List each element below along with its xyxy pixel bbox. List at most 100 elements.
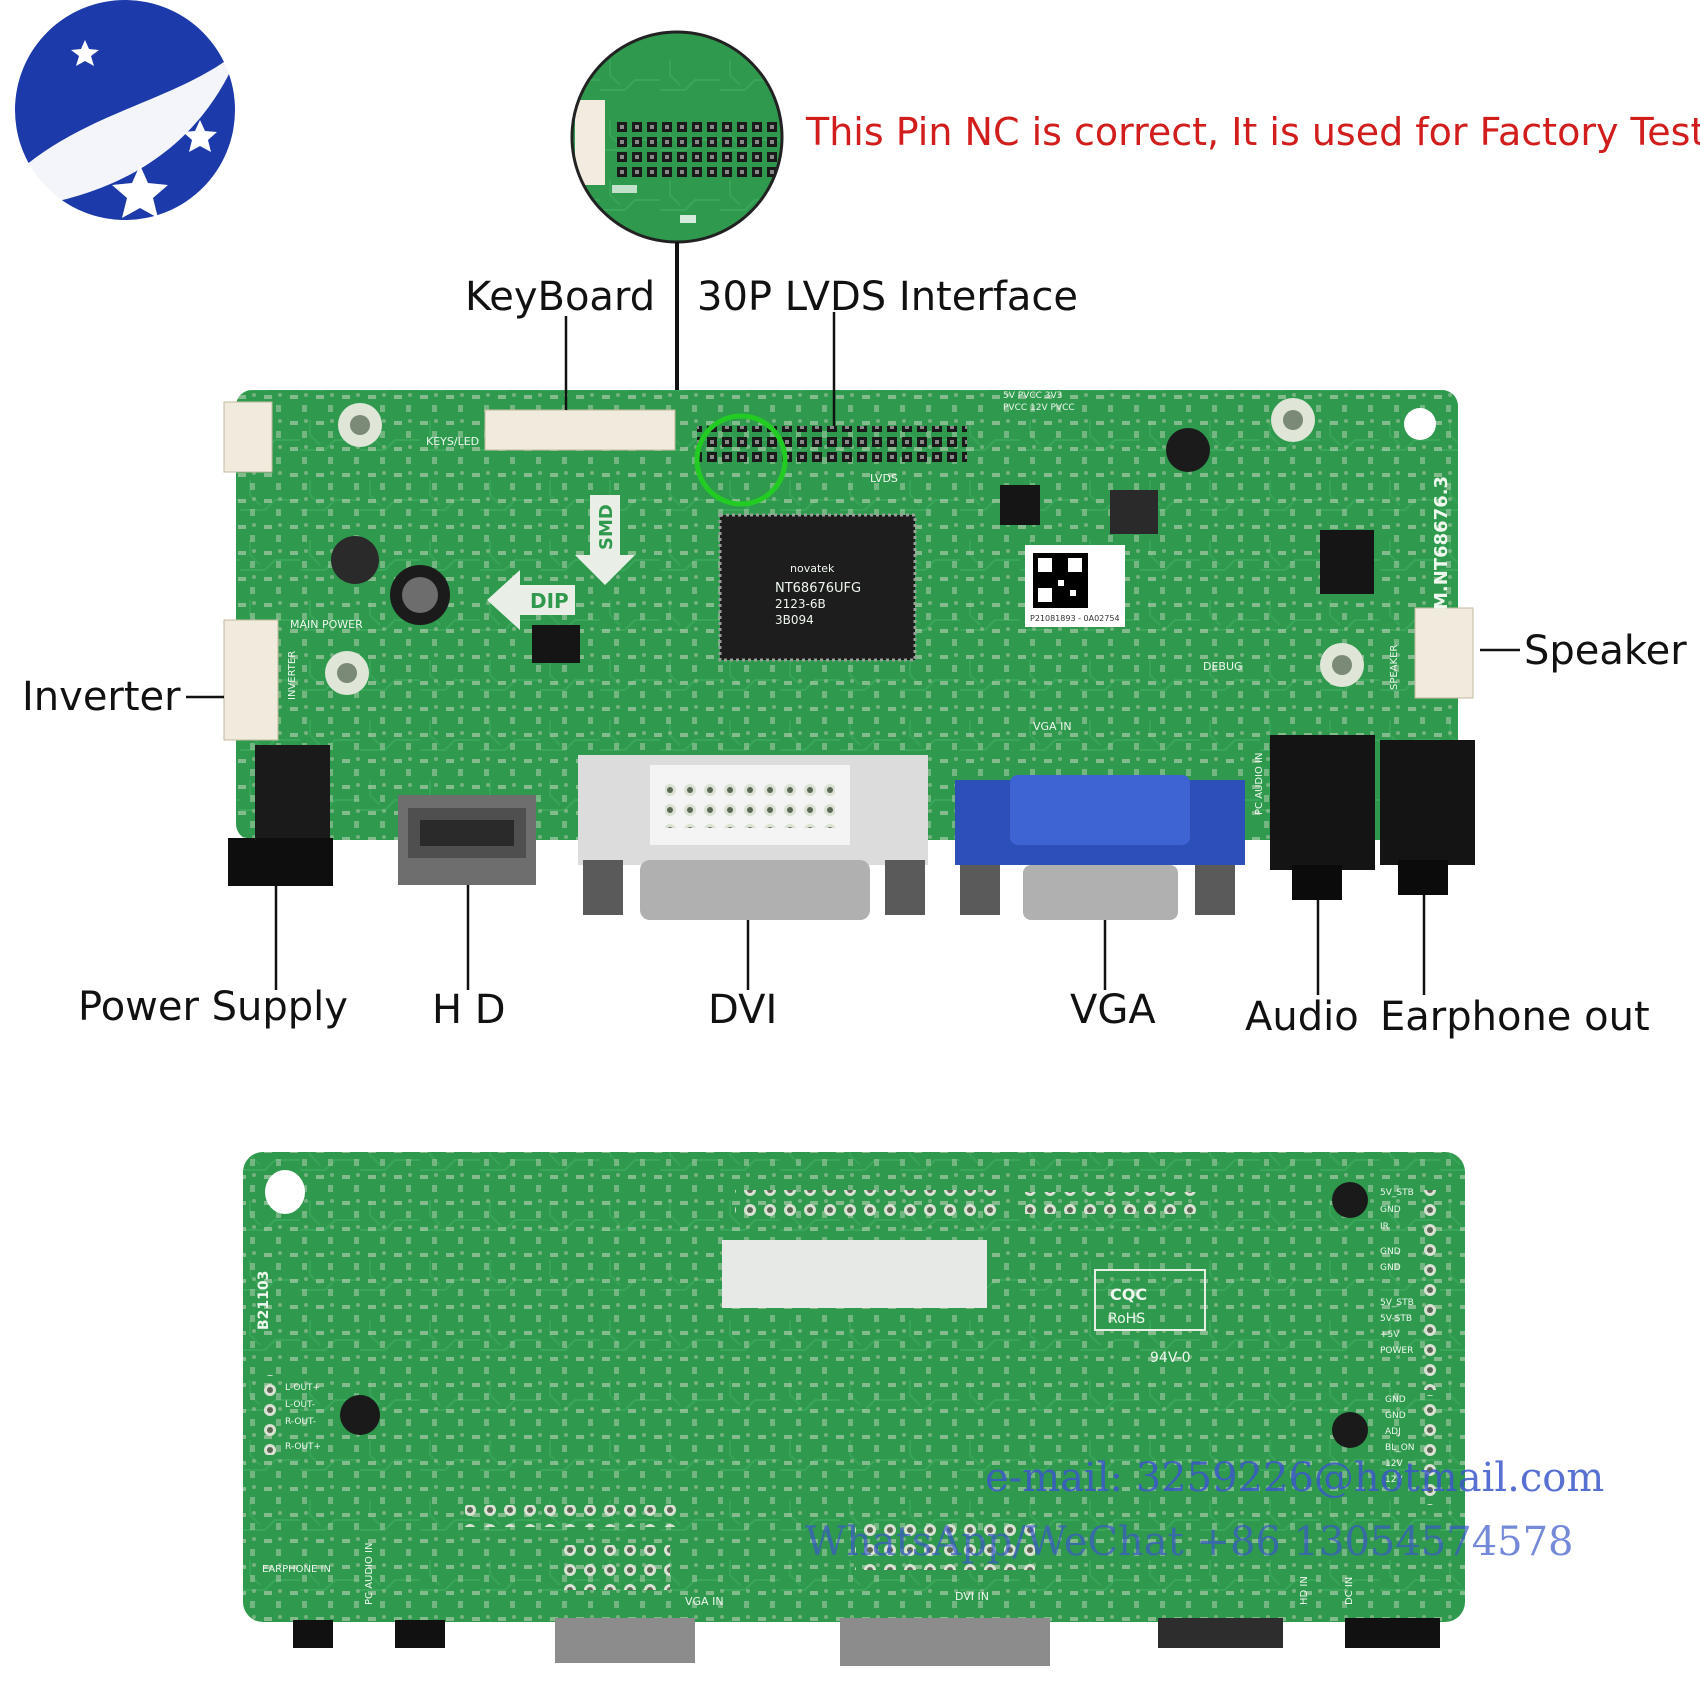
pin-label: 12V (1385, 1459, 1403, 1469)
side-pin-holes-lower (1420, 1395, 1440, 1505)
chip-part: NT68676UFG (775, 581, 861, 596)
pin-label: POWER (1380, 1346, 1413, 1356)
lvds-connector (697, 426, 967, 462)
pin-label: GND (1380, 1205, 1401, 1215)
cert-rohs: RoHS (1108, 1311, 1145, 1327)
audio-jack (1270, 735, 1375, 900)
speaker-connector (1414, 607, 1474, 699)
dip-arrow: DIP (487, 570, 575, 630)
pin-label: GND (1380, 1263, 1401, 1273)
dvi-stub (840, 1618, 1050, 1666)
front-board: novatek NT68676UFG 2123-6B 3B094 DIP SMD (223, 390, 1475, 920)
vga-port (955, 775, 1245, 920)
label-power-supply: Power Supply (78, 984, 348, 1030)
label-inverter: Inverter (22, 674, 181, 720)
power-jack (228, 745, 333, 886)
mounting-hole (1271, 398, 1315, 442)
silk-inverter: INVERTER (287, 651, 298, 700)
silk-main-power: MAIN POWER (290, 618, 363, 631)
label-hd: H D (432, 987, 506, 1033)
vga-stub (555, 1618, 695, 1663)
silk-dvi-in-back: DVI IN (955, 1590, 989, 1603)
board-code: B21103 (256, 1271, 272, 1330)
hdmi-port (398, 795, 536, 885)
dvi-port (578, 755, 928, 920)
audio-label: L-OUT+ (285, 1383, 320, 1393)
label-vga: VGA (1070, 987, 1156, 1033)
chip-lot: 2123-6B (775, 597, 826, 611)
label-speaker: Speaker (1524, 628, 1687, 674)
dvi-holes (855, 1520, 1035, 1570)
silk-pc-audio-in-back: PC AUDIO IN (364, 1543, 375, 1605)
audio-pin-holes (260, 1375, 280, 1455)
screw-hole (1332, 1182, 1368, 1218)
cert-box (1094, 1269, 1206, 1331)
pin-label: IR (1380, 1222, 1389, 1232)
silver-shield (722, 1240, 987, 1308)
pin-label: 12V (1385, 1475, 1403, 1485)
label-dvi: DVI (708, 987, 777, 1033)
star-icon (71, 40, 99, 66)
back-board: CQC RoHS 94V-0 B21103 VGA IN DVI IN EARP… (243, 1152, 1465, 1666)
mounting-hole (1320, 643, 1364, 687)
qr-caption: P21081893 - 0A02754 (1030, 614, 1120, 623)
label-keyboard: KeyBoard (465, 274, 655, 320)
star-icon (112, 165, 168, 218)
screw-hole (340, 1395, 380, 1435)
pin-label: 5V_STB (1380, 1298, 1414, 1308)
mounting-hole (338, 403, 382, 447)
header-holes (1025, 1192, 1200, 1214)
main-chip: novatek NT68676UFG 2123-6B 3B094 (718, 513, 917, 662)
smd-arrow: SMD (575, 495, 635, 585)
star-icon (183, 120, 217, 152)
pin-label: BL_ON (1385, 1443, 1415, 1453)
audio-label: R-OUT+ (285, 1442, 321, 1452)
earphone-stub (293, 1620, 333, 1648)
silk-power-header: 5V PVCC 3V3 (1003, 391, 1062, 401)
mounting-hole (325, 651, 369, 695)
smd-label: SMD (596, 504, 617, 550)
pin-label: 5V-STB (1380, 1314, 1412, 1324)
silk-speaker: SPEAKER (1389, 645, 1400, 690)
regulator (532, 625, 580, 663)
ic-small (1000, 485, 1040, 525)
pin-label: ADJ (1385, 1427, 1401, 1437)
chip-brand: novatek (790, 562, 835, 575)
inductor (331, 536, 379, 584)
label-audio: Audio (1245, 994, 1359, 1040)
cert-94v0: 94V-0 (1150, 1350, 1191, 1366)
watermark-email: e-mail: 3259226@hotmail.com (985, 1455, 1604, 1501)
audio-label: L-OUT- (285, 1400, 315, 1410)
ir-connector (223, 401, 273, 473)
ic-right (1320, 530, 1374, 594)
board-model: M.NT68676.3 (1431, 476, 1452, 610)
qr-code-icon (1033, 553, 1088, 608)
dc-stub (1345, 1618, 1440, 1648)
factory-test-note: This Pin NC is correct, It is used for F… (805, 110, 1700, 154)
pin-label: 5V_STB (1380, 1188, 1414, 1198)
silk-hd-in: HD IN (1299, 1576, 1310, 1605)
vga-holes (465, 1505, 680, 1527)
vga-holes-lower (560, 1545, 670, 1590)
label-earphone: Earphone out (1380, 994, 1650, 1040)
silk-vga-in: VGA IN (1033, 720, 1072, 733)
hd-stub (1158, 1618, 1283, 1648)
label-lvds: 30P LVDS Interface (697, 274, 1078, 320)
dip-label: DIP (530, 589, 569, 613)
side-pin-holes (1420, 1190, 1440, 1390)
nc-pin-highlight (694, 413, 788, 507)
chip-code: 3B094 (775, 613, 814, 627)
silk-dc-in: DC IN (1344, 1577, 1355, 1605)
screw-hole (1332, 1412, 1368, 1448)
audio-label: R-OUT- (285, 1417, 316, 1427)
silk-earphone-in: EARPHONE IN (262, 1564, 331, 1575)
silk-power-header-2: PVCC 12V PVCC (1003, 403, 1075, 413)
inverter-connector (223, 619, 279, 741)
earphone-jack (1380, 740, 1475, 895)
watermark-whatsapp: WhatsApp/WeChat +86 13054574578 (805, 1519, 1574, 1565)
silk-debug: DEBUG (1203, 660, 1243, 673)
silk-pc-audio-in: PC AUDIO IN (1254, 753, 1265, 815)
silk-lvds: LVDS (870, 472, 898, 485)
pin-label-column: 5V_STB GND IR GND GND 5V_STB 5V-STB +5V … (1380, 1188, 1415, 1485)
